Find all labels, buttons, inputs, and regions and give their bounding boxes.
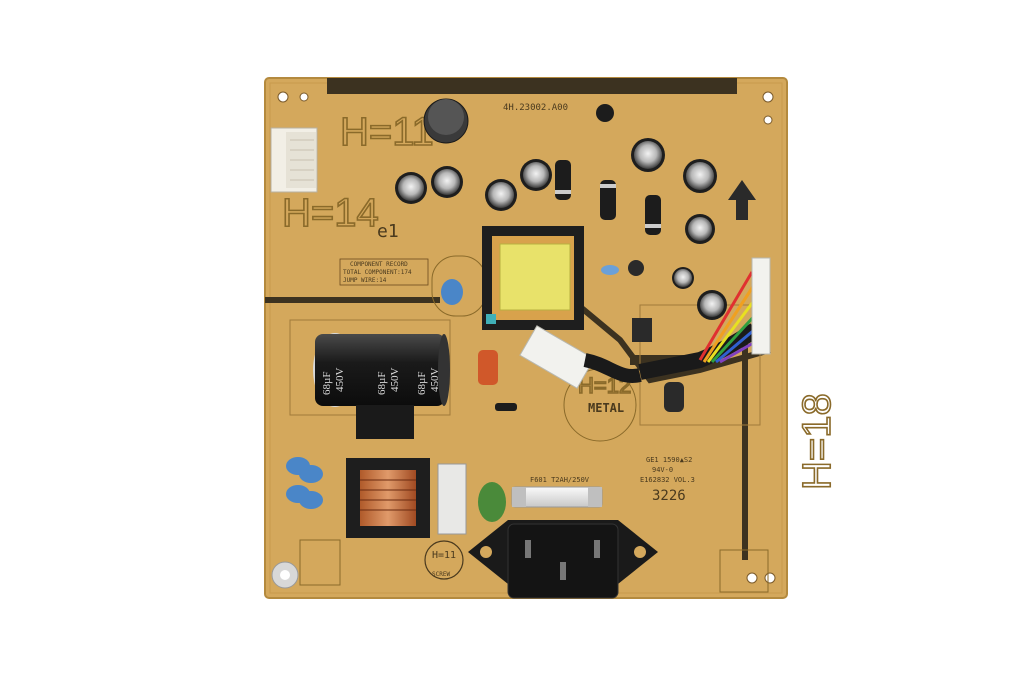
line-choke	[346, 458, 430, 538]
metal-label: METAL	[588, 401, 624, 415]
svg-text:94V-0: 94V-0	[652, 466, 673, 474]
ac-inlet	[468, 520, 658, 599]
signal-connector	[270, 127, 318, 193]
svg-text:COMPONENT RECORD: COMPONENT RECORD	[350, 261, 408, 268]
svg-text:450V: 450V	[389, 368, 401, 393]
cable-harness	[519, 257, 771, 389]
small-capacitors	[395, 138, 727, 412]
svg-text:68µF: 68µF	[321, 372, 333, 395]
svg-text:TOTAL COMPONENT:174: TOTAL COMPONENT:174	[343, 269, 412, 276]
transformer	[482, 226, 584, 330]
rohs-mark: e1	[377, 221, 399, 242]
svg-text:68µF: 68µF	[376, 372, 388, 395]
svg-text:H=11: H=11	[432, 550, 456, 561]
component-record: COMPONENT RECORD TOTAL COMPONENT:174 JUM…	[339, 258, 429, 286]
svg-text:GE1 1590▲S2: GE1 1590▲S2	[646, 456, 692, 464]
svg-text:450V: 450V	[334, 368, 346, 393]
x-capacitor	[437, 463, 467, 535]
film-capacitor	[478, 350, 498, 385]
ground-lug	[271, 561, 299, 589]
svg-text:E162832 VOL.3: E162832 VOL.3	[640, 476, 695, 484]
bulk-capacitor: 68µF 450V 68µF 450V 68µF 450V	[313, 333, 450, 407]
ul-marking: GE1 1590▲S2 94V-0 E162832 VOL.3 3226	[640, 456, 695, 504]
svg-text:68µF: 68µF	[416, 372, 428, 395]
fuse-label: F601 T2AH/250V	[530, 476, 590, 484]
svg-text:SCREW: SCREW	[432, 571, 450, 578]
diodes	[495, 104, 661, 411]
date-code: 3226	[652, 488, 686, 504]
buzzer	[423, 98, 469, 144]
screw-badge: H=11 SCREW	[424, 540, 464, 580]
fuse	[511, 486, 603, 508]
silk-h11-top: H=11	[340, 110, 434, 154]
silk-h14: H=14	[282, 191, 379, 235]
svg-text:JUMP WIRE:14: JUMP WIRE:14	[343, 277, 387, 284]
ceramic-caps	[286, 260, 644, 509]
silk-h18: H=18	[795, 393, 839, 490]
part-number: 4H.23002.A00	[503, 103, 568, 113]
bridge-rectifier	[356, 405, 414, 439]
thermistor	[478, 482, 506, 522]
orientation-arrow	[728, 180, 756, 220]
svg-text:450V: 450V	[429, 368, 441, 393]
